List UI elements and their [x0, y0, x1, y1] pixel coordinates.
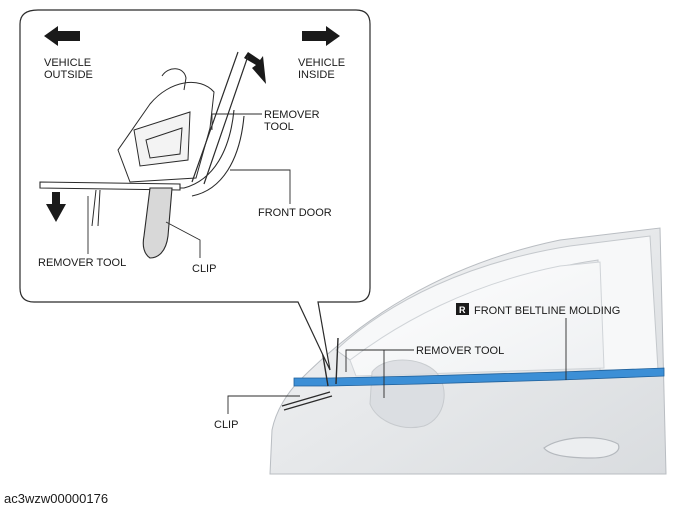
label-remover-tool-left: REMOVER TOOL [38, 257, 126, 269]
r-badge-text: R [459, 305, 466, 315]
label-remover-tool-detail-line1: REMOVER [264, 109, 320, 121]
arrow-down [46, 192, 66, 222]
r-badge [456, 303, 469, 315]
detail-remover-tool-bar [39, 181, 181, 191]
leader-remover-tool-main [345, 349, 414, 398]
leader-clip-detail [165, 221, 201, 258]
detail-window-glass [191, 51, 249, 185]
detail-inner-bracket [133, 111, 191, 167]
detail-callout-balloon [19, 9, 371, 371]
arrow-left-vehicle-outside [44, 26, 80, 46]
leader-remover-tool-detail [211, 113, 262, 130]
front-beltline-molding-strip [293, 367, 665, 387]
label-vehicle-inside-line2: INSIDE [298, 69, 335, 81]
arrow-pull-direction [244, 52, 266, 84]
label-front-door: FRONT DOOR [258, 207, 332, 219]
figure-code: ac3wzw00000176 [4, 491, 108, 506]
detail-seat-outline [117, 68, 215, 183]
detail-clip [142, 187, 173, 259]
detail-door-panel [170, 109, 245, 197]
door-mirror [369, 359, 445, 428]
leader-front-door [230, 169, 291, 204]
door-window-glass [349, 261, 605, 377]
label-remover-tool-detail-line2: TOOL [264, 121, 294, 133]
label-clip-main: CLIP [214, 419, 238, 431]
label-vehicle-outside-line1: VEHICLE [44, 57, 91, 69]
leader-clip-main [227, 395, 300, 414]
label-vehicle-inside-line1: VEHICLE [298, 57, 345, 69]
detail-remover-tool-stem [91, 189, 101, 227]
label-front-beltline-molding: FRONT BELTLINE MOLDING [474, 305, 620, 317]
label-clip-detail: CLIP [192, 263, 216, 275]
label-vehicle-outside-line2: OUTSIDE [44, 69, 93, 81]
door-handle [543, 437, 620, 459]
clip-main [281, 391, 333, 411]
label-remover-tool-main: REMOVER TOOL [416, 345, 504, 357]
arrow-right-vehicle-inside [302, 26, 340, 46]
